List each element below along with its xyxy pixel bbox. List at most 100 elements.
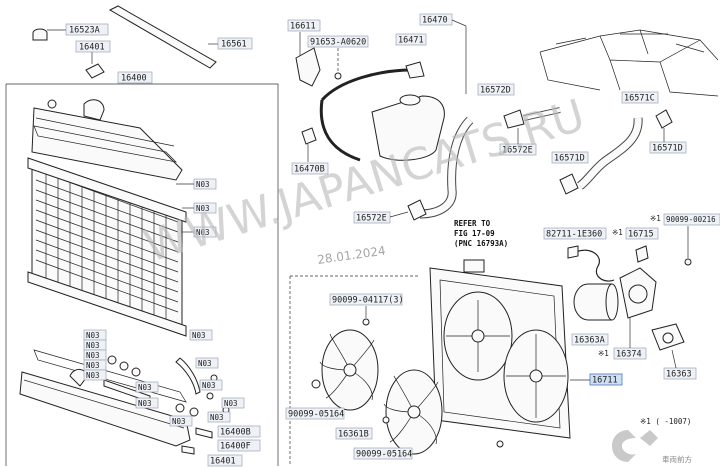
- lower-tank: [19, 371, 191, 447]
- bolt-90099-00216: [684, 258, 692, 266]
- clip-16715: [635, 245, 649, 263]
- part-number-16571D-a: 16571D: [554, 154, 585, 164]
- fan-blade-right: [383, 369, 443, 455]
- label-box-90099-05164-b: [353, 447, 413, 460]
- label-box-91653: [307, 35, 369, 48]
- upper-tank: [31, 107, 183, 181]
- part-number-16711: 16711: [592, 376, 618, 386]
- label-box-16361B: [335, 427, 373, 440]
- n03-label: N03: [210, 413, 224, 422]
- part-number-90099-04117: 90099-04117(3): [332, 296, 404, 306]
- fittings-cluster: [103, 355, 230, 455]
- label-box-16572D: [477, 83, 515, 96]
- label-box-16572E-b: [353, 211, 391, 224]
- part-number-16571D-b: 16571D: [652, 144, 683, 154]
- label-box-16471: [395, 33, 427, 46]
- reservoir-tank: [371, 95, 445, 161]
- filler-neck: [83, 99, 105, 121]
- part-number-16363: 16363: [666, 370, 692, 380]
- part-number-16715: 16715: [628, 230, 654, 240]
- n03-label: N03: [86, 331, 100, 340]
- label-box-16571D-a: [551, 151, 589, 164]
- part-number-16400B: 16400B: [220, 428, 251, 438]
- hose-clamp-b: [407, 199, 427, 221]
- part-number-16401: 16401: [79, 43, 105, 53]
- n03-label: N03: [86, 351, 100, 360]
- fan-motor-16363A: [573, 283, 619, 321]
- part-number-16374: 16374: [616, 350, 642, 360]
- part-number-16572D: 16572D: [480, 86, 511, 96]
- part-number-16400F: 16400F: [220, 442, 251, 452]
- part-number-16401-lower: 16401: [210, 457, 236, 467]
- part-number-16611: 16611: [290, 22, 316, 32]
- label-box-16401: [75, 40, 111, 53]
- part-number-16361B: 16361B: [338, 430, 369, 440]
- date-stamp: 28.01.2024: [316, 244, 386, 267]
- drain-fitting: [47, 99, 57, 109]
- hose-clamp-a: [503, 109, 525, 129]
- label-box-16571C: [621, 91, 659, 104]
- part-number-16561: 16561: [221, 40, 247, 50]
- part-number-16571C: 16571C: [624, 94, 655, 104]
- hose-clamp-d: [559, 173, 579, 195]
- n03-label: N03: [198, 359, 212, 368]
- label-box-90099-04117: [329, 293, 403, 306]
- part-number-82711: 82711-1E360: [546, 230, 602, 240]
- label-box-16400: [117, 71, 153, 84]
- lower-seal: [33, 349, 187, 403]
- footnote-text: ※1 ( -1007): [640, 417, 691, 426]
- n03-label: N03: [192, 331, 206, 340]
- fan-blade-left: [319, 329, 379, 411]
- part-number-16470: 16470: [422, 16, 448, 26]
- n03-label: N03: [138, 399, 152, 408]
- label-box-16715: [625, 227, 659, 240]
- refer-note-line3: (PNC 16793A): [454, 239, 508, 248]
- engine-outline: [539, 29, 719, 97]
- n03-label: N03: [86, 341, 100, 350]
- n03-label: N03: [196, 228, 210, 237]
- label-box-16561: [217, 37, 253, 50]
- radiator-cap-16401: [85, 63, 105, 79]
- part-number-16572E-a: 16572E: [502, 146, 533, 156]
- part-number-16400: 16400: [121, 74, 147, 84]
- n03-label: N03: [86, 371, 100, 380]
- radiator-frame: [5, 83, 279, 466]
- clip-16470B: [301, 127, 317, 145]
- n03-label: N03: [196, 204, 210, 213]
- part-number-16470B: 16470B: [294, 165, 325, 175]
- n03-label: N03: [224, 399, 238, 408]
- part-number-16471: 16471: [398, 36, 424, 46]
- n03-label: N03: [202, 381, 216, 390]
- footnote-mark-a: ※1: [612, 228, 623, 237]
- overflow-hose: [320, 68, 413, 102]
- label-box-90099-05164-a: [285, 407, 345, 420]
- seal-strip-16561: [108, 5, 217, 69]
- sensor-16363: [651, 323, 685, 351]
- part-number-91653: 91653-A0620: [310, 38, 366, 48]
- reservoir-bracket: [295, 47, 321, 87]
- n03-labels: N03 N03 N03 N03 N03 N03 N03 N03 N03 N03 …: [83, 178, 245, 427]
- n03-label: N03: [138, 383, 152, 392]
- label-box-16400B: [217, 425, 261, 438]
- label-box-16523A: [65, 23, 109, 36]
- fan-shroud-16711: [429, 267, 571, 439]
- part-number-16523A: 16523A: [69, 26, 100, 36]
- label-box-16711: [589, 373, 623, 386]
- footnote-mark-b: ※1: [650, 214, 661, 223]
- hose-clamp-c: [655, 109, 673, 129]
- tank-seal: [33, 125, 178, 163]
- footnote-mark-c: ※1: [598, 349, 609, 358]
- refer-note-line1: REFER TO: [454, 219, 491, 228]
- label-box-16363: [663, 367, 697, 380]
- cap-16523A: [32, 28, 48, 41]
- bolt-bottom: [496, 440, 504, 448]
- label-box-90099-00216: [663, 213, 720, 226]
- ref-panel: [463, 259, 485, 273]
- wire-harness: [575, 249, 615, 282]
- brand-logo: [612, 430, 658, 462]
- part-number-90099-05164-b: 90099-05164: [356, 450, 412, 460]
- hose-clip-16471: [405, 61, 425, 79]
- part-number-16363A: 16363A: [574, 336, 605, 346]
- label-box-16470: [419, 13, 453, 26]
